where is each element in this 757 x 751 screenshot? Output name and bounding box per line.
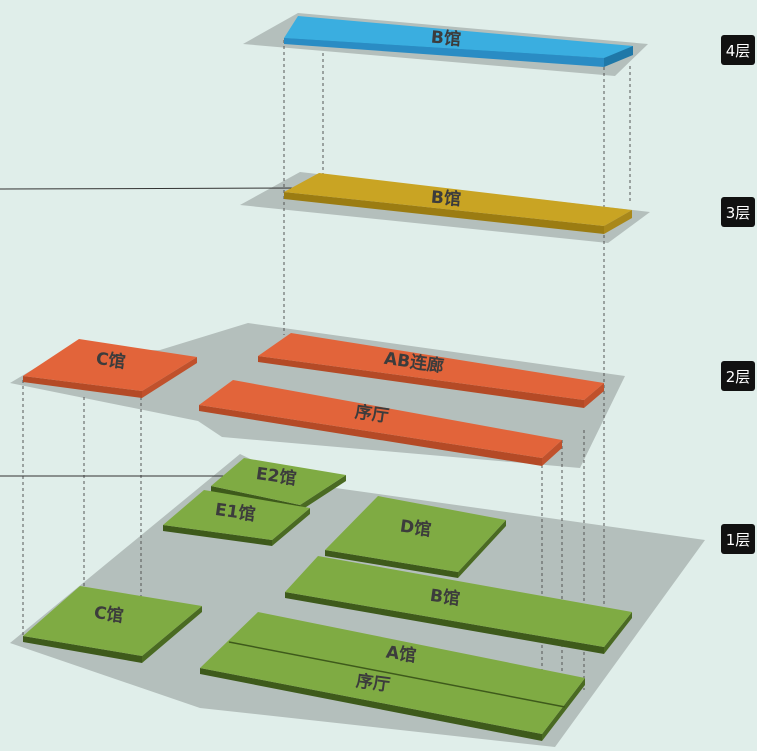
floor1-hall-b-label: B馆 bbox=[429, 585, 462, 610]
floor2-hall-c: C馆 bbox=[23, 339, 197, 398]
floor2-ab-corridor: AB连廊 bbox=[258, 333, 604, 408]
floor1-hall-c-label: C馆 bbox=[93, 602, 125, 627]
hall-a-lobby-divider bbox=[228, 641, 566, 708]
floor1-hall-d: D馆 bbox=[325, 496, 506, 578]
floor-badge-2: 2层 bbox=[721, 361, 755, 391]
floor-badge-2-label: 2层 bbox=[726, 368, 751, 386]
floor2-hall-c-label: C馆 bbox=[95, 348, 127, 373]
floor1-hall-a-and-lobby: A馆 序厅 bbox=[200, 612, 585, 741]
floor1-hall-a-label: A馆 bbox=[385, 642, 418, 667]
floor3-hall-b: B馆 bbox=[284, 173, 632, 234]
floor1-hall-b: B馆 bbox=[285, 556, 632, 654]
floor1-hall-c: C馆 bbox=[23, 586, 202, 663]
floor-badge-1: 1层 bbox=[721, 524, 755, 554]
floor-badge-1-label: 1层 bbox=[726, 531, 751, 549]
floor3-hall-b-label: B馆 bbox=[430, 187, 462, 211]
floor-badge-3: 3层 bbox=[721, 197, 755, 227]
floor-badge-3-label: 3层 bbox=[726, 204, 751, 222]
floor4-hall-b-label: B馆 bbox=[430, 27, 462, 51]
floor1-hall-d-label: D馆 bbox=[399, 516, 433, 541]
floor2-lobby-label: 序厅 bbox=[354, 401, 391, 427]
floor1-hall-e1: E1馆 bbox=[163, 490, 310, 546]
leader-line-floor3 bbox=[0, 187, 306, 190]
floor4-hall-b: B馆 bbox=[284, 16, 633, 67]
floor-badge-4: 4层 bbox=[721, 35, 755, 65]
floor2-lobby: 序厅 bbox=[199, 380, 562, 466]
floor1-lobby-label: 序厅 bbox=[355, 670, 392, 696]
floor-badge-4-label: 4层 bbox=[726, 42, 751, 60]
